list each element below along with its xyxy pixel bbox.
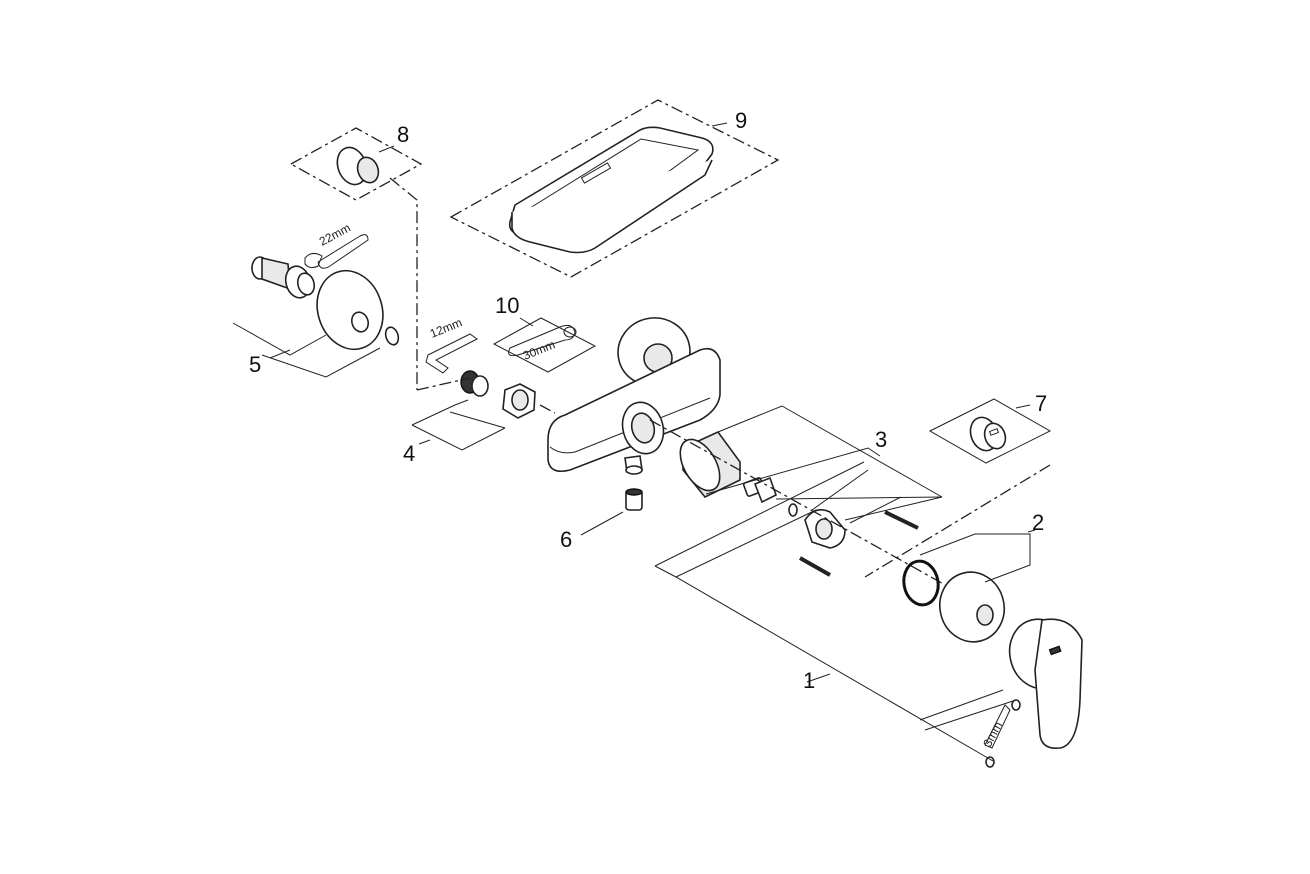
part-6-restrictor [580, 488, 643, 536]
part-10-wrench [492, 317, 597, 373]
part-3-cartridge [649, 405, 991, 611]
label-2: 2 [1032, 510, 1044, 535]
label-4: 4 [403, 441, 415, 466]
part-4-connection-set [411, 333, 536, 451]
label-5: 5 [249, 352, 261, 377]
dimension-22mm: 22mm [317, 221, 353, 249]
label-9: 9 [735, 108, 747, 133]
part-1-lever [654, 461, 1083, 768]
dimension-3mm: 3mm [980, 719, 1005, 749]
dimension-12mm: 12mm [428, 315, 464, 340]
label-1: 1 [803, 668, 815, 693]
part-2-cover [902, 529, 1036, 643]
part-8-adapter [289, 127, 423, 390]
label-8: 8 [397, 122, 409, 147]
mixer-body [539, 317, 721, 475]
part-5-eccentric-set [232, 234, 400, 378]
label-6: 6 [560, 527, 572, 552]
label-10: 10 [495, 293, 519, 318]
part-7-knob [864, 398, 1052, 578]
part-9-shelf [449, 99, 780, 278]
label-7: 7 [1035, 391, 1047, 416]
label-3: 3 [875, 427, 887, 452]
